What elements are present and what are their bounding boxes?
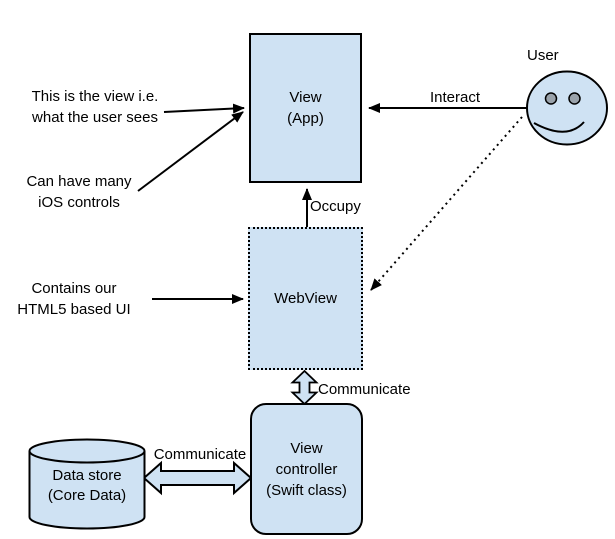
annotation-html5-note-line2: HTML5 based UI	[17, 301, 131, 318]
annotation-view-note-line2: what the user sees	[32, 109, 158, 126]
node-view-app-label-line1: View	[289, 89, 322, 106]
edge-label-communicate-datastore: Communicate	[153, 446, 247, 463]
node-view-app-label-line2: (App)	[287, 110, 324, 127]
node-data-store-label-line2: (Core Data)	[47, 487, 127, 504]
annotation-controls-note: Can have many iOS controls	[9, 171, 149, 213]
arrow-communicate-vertical	[290, 369, 319, 406]
node-webview: WebView	[248, 227, 363, 370]
user-label: User	[527, 47, 559, 64]
edge-label-occupy: Occupy	[310, 198, 361, 215]
node-view-controller-label-line2: controller	[275, 460, 338, 478]
node-view-controller-label-line3: (Swift class)	[266, 481, 347, 499]
edge-label-interact: Interact	[430, 89, 481, 106]
annotation-controls-note-line2: iOS controls	[38, 194, 120, 211]
node-data-store-label-line1: Data store	[52, 467, 122, 484]
edge-label-communicate-webview: Communicate	[318, 381, 411, 398]
arrow-controls-note	[137, 111, 244, 192]
node-webview-label: WebView	[274, 290, 337, 307]
node-view-controller-label-line1: View	[290, 439, 323, 457]
arrow-view-note	[163, 103, 245, 114]
data-store-cylinder	[28, 438, 146, 530]
annotation-html5-note: Contains our HTML5 based UI	[3, 278, 145, 320]
node-view-controller: View controller (Swift class)	[250, 403, 363, 535]
annotation-view-note-line1: This is the view i.e.	[31, 88, 159, 105]
node-data-store-label: Data store (Core Data)	[29, 466, 145, 506]
arrow-user-webview-dotted	[370, 116, 523, 291]
annotation-controls-note-line1: Can have many	[26, 173, 132, 190]
user-smiley-icon	[526, 70, 608, 146]
arrow-communicate-horizontal	[142, 460, 253, 496]
node-view-app: View (App)	[249, 33, 362, 183]
annotation-view-note: This is the view i.e. what the user sees	[18, 86, 172, 128]
annotation-html5-note-line1: Contains our	[31, 280, 117, 297]
